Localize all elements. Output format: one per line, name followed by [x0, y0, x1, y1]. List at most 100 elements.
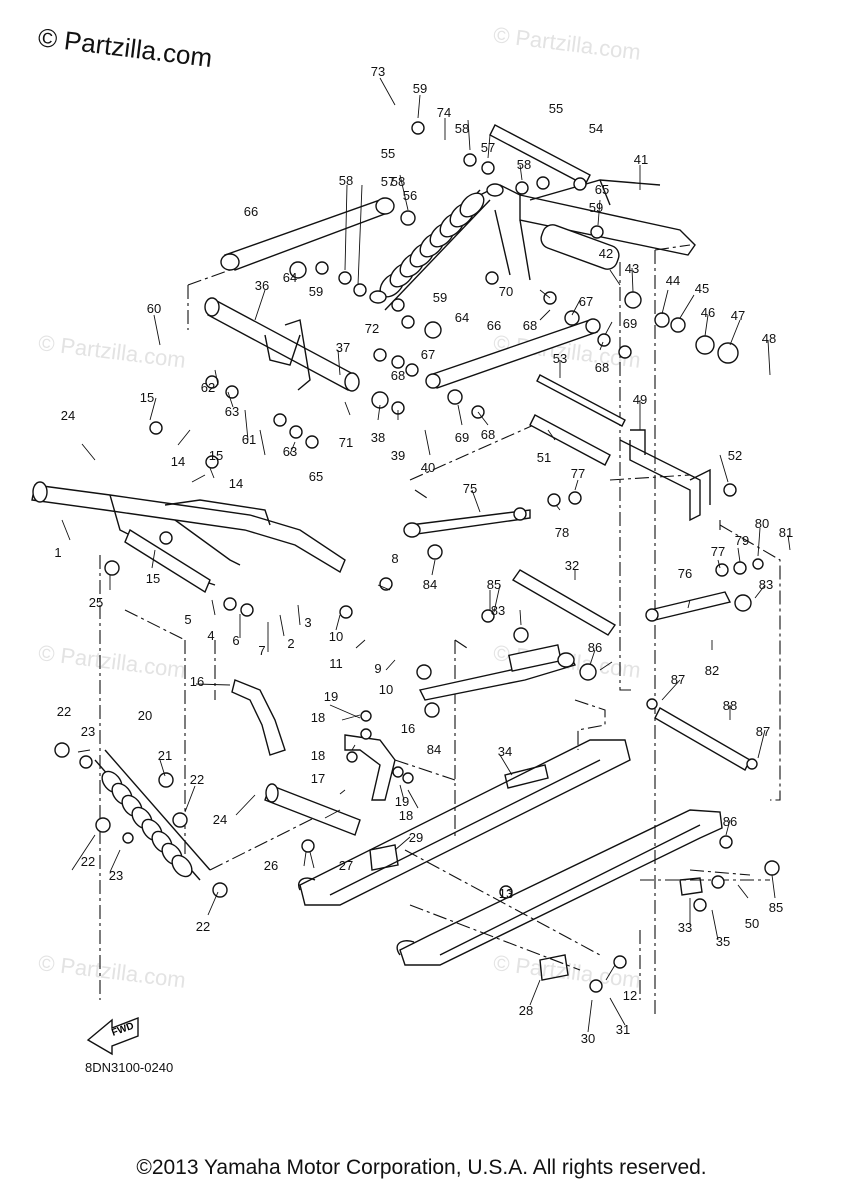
part-callout-68: 68 [481, 427, 495, 442]
part-callout-8: 8 [391, 551, 398, 566]
part-callout-65: 65 [309, 469, 323, 484]
part-callout-13: 13 [499, 886, 513, 901]
part-callout-86: 86 [588, 640, 602, 655]
part-callout-9: 9 [374, 661, 381, 676]
part-callout-79: 79 [735, 533, 749, 548]
part-callout-86: 86 [723, 814, 737, 829]
part-callout-36: 36 [255, 278, 269, 293]
part-callout-24: 24 [213, 812, 227, 827]
part-callout-55: 55 [381, 146, 395, 161]
part-callout-59: 59 [433, 290, 447, 305]
part-callout-42: 42 [599, 246, 613, 261]
part-callout-88: 88 [723, 698, 737, 713]
part-callout-51: 51 [537, 450, 551, 465]
part-callout-66: 66 [487, 318, 501, 333]
part-callout-14: 14 [171, 454, 185, 469]
part-callout-68: 68 [391, 368, 405, 383]
part-callout-2: 2 [287, 636, 294, 651]
part-callout-35: 35 [716, 934, 730, 949]
part-callout-77: 77 [711, 544, 725, 559]
part-callout-33: 33 [678, 920, 692, 935]
part-callout-43: 43 [625, 261, 639, 276]
part-callout-44: 44 [666, 273, 680, 288]
part-callout-41: 41 [634, 152, 648, 167]
part-callout-83: 83 [759, 577, 773, 592]
part-callout-6: 6 [232, 633, 239, 648]
part-callout-26: 26 [264, 858, 278, 873]
part-callout-12: 12 [623, 988, 637, 1003]
part-callout-55: 55 [549, 101, 563, 116]
part-callout-15: 15 [209, 448, 223, 463]
part-callout-38: 38 [371, 430, 385, 445]
part-callout-25: 25 [89, 595, 103, 610]
part-callout-58: 58 [455, 121, 469, 136]
part-callout-52: 52 [728, 448, 742, 463]
part-callout-28: 28 [519, 1003, 533, 1018]
part-callout-18: 18 [311, 710, 325, 725]
part-callout-66: 66 [244, 204, 258, 219]
part-callout-80: 80 [755, 516, 769, 531]
part-callout-69: 69 [455, 430, 469, 445]
part-callout-61: 61 [242, 432, 256, 447]
part-callout-77: 77 [571, 466, 585, 481]
part-callout-4: 4 [207, 628, 214, 643]
part-callout-59: 59 [413, 81, 427, 96]
part-callout-75: 75 [463, 481, 477, 496]
part-callout-56: 56 [403, 188, 417, 203]
part-callout-68: 68 [595, 360, 609, 375]
part-callout-23: 23 [81, 724, 95, 739]
part-callout-63: 63 [225, 404, 239, 419]
part-callout-22: 22 [190, 772, 204, 787]
part-callout-17: 17 [311, 771, 325, 786]
part-callout-20: 20 [138, 708, 152, 723]
part-callout-7: 7 [258, 643, 265, 658]
part-callout-70: 70 [499, 284, 513, 299]
part-callout-18: 18 [311, 748, 325, 763]
part-callout-18: 18 [399, 808, 413, 823]
part-callout-30: 30 [581, 1031, 595, 1046]
part-callout-64: 64 [455, 310, 469, 325]
part-callout-59: 59 [589, 200, 603, 215]
part-callout-53: 53 [553, 351, 567, 366]
part-callout-22: 22 [57, 704, 71, 719]
part-callout-57: 57 [381, 174, 395, 189]
part-callout-19: 19 [324, 689, 338, 704]
part-callout-87: 87 [671, 672, 685, 687]
part-callout-62: 62 [201, 380, 215, 395]
part-callout-58: 58 [391, 174, 405, 189]
part-callout-34: 34 [498, 744, 512, 759]
part-callout-64: 64 [283, 270, 297, 285]
part-callout-3: 3 [304, 615, 311, 630]
part-callout-68: 68 [523, 318, 537, 333]
part-callout-16: 16 [401, 721, 415, 736]
fwd-arrow-icon [86, 1016, 139, 1056]
part-callout-31: 31 [616, 1022, 630, 1037]
part-callout-54: 54 [589, 121, 603, 136]
part-callout-1: 1 [54, 545, 61, 560]
part-callout-10: 10 [379, 682, 393, 697]
part-callout-87: 87 [756, 724, 770, 739]
part-callout-24: 24 [61, 408, 75, 423]
part-callout-84: 84 [423, 577, 437, 592]
part-callout-58: 58 [339, 173, 353, 188]
part-callout-67: 67 [421, 347, 435, 362]
part-callout-59: 59 [309, 284, 323, 299]
part-callout-60: 60 [147, 301, 161, 316]
part-callout-15: 15 [146, 571, 160, 586]
part-callout-22: 22 [81, 854, 95, 869]
part-callout-73: 73 [371, 64, 385, 79]
part-callout-84: 84 [427, 742, 441, 757]
part-callout-5: 5 [184, 612, 191, 627]
part-callout-50: 50 [745, 916, 759, 931]
part-callout-32: 32 [565, 558, 579, 573]
part-callout-57: 57 [481, 140, 495, 155]
part-callout-67: 67 [579, 294, 593, 309]
part-callout-37: 37 [336, 340, 350, 355]
diagram-reference-code: 8DN3100-0240 [85, 1060, 174, 1075]
part-callout-39: 39 [391, 448, 405, 463]
part-callout-74: 74 [437, 105, 451, 120]
part-callout-78: 78 [555, 525, 569, 540]
part-callout-69: 69 [623, 316, 637, 331]
part-callout-85: 85 [487, 577, 501, 592]
